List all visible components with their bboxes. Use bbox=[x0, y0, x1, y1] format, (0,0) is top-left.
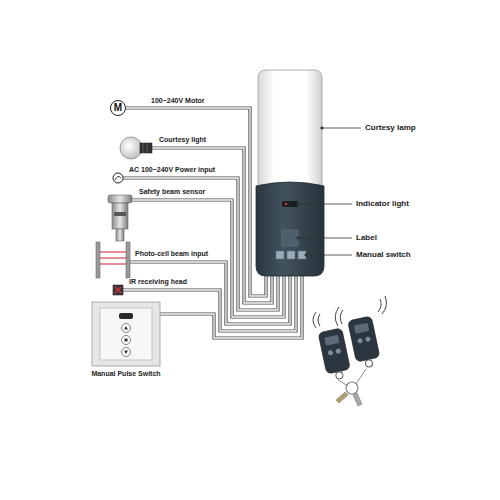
light-bulb bbox=[120, 137, 152, 159]
lamp-label: Curtesy lamp bbox=[364, 123, 417, 132]
photocell-label: Photo-cell beam input bbox=[134, 250, 209, 258]
photo-cell bbox=[96, 242, 130, 278]
sensor-label: Safety beam sensor bbox=[138, 188, 206, 196]
ir-label: IR receiving head bbox=[128, 278, 188, 286]
light-label: Courtesy light bbox=[158, 136, 207, 144]
controller-unit bbox=[256, 70, 324, 276]
switch-panel-node: Manual Pulse Switch bbox=[92, 302, 160, 366]
power-label: AC 100~240V Power input bbox=[128, 166, 216, 174]
motor-symbol-text: M bbox=[114, 103, 122, 113]
switch-label: Manual switch bbox=[355, 250, 412, 259]
power-symbol bbox=[113, 173, 123, 183]
motor-circle: M bbox=[110, 100, 126, 116]
label-label: Label bbox=[355, 233, 378, 242]
switch-panel bbox=[92, 302, 160, 366]
remote-controls bbox=[313, 296, 386, 406]
safety-sensor bbox=[108, 195, 132, 241]
leader-lines bbox=[297, 127, 361, 256]
motor-label: 100~240V Motor bbox=[150, 97, 206, 105]
ir-head bbox=[113, 285, 123, 295]
panel-caption: Manual Pulse Switch bbox=[91, 370, 160, 377]
indicator-label: Indicator light bbox=[355, 199, 410, 208]
